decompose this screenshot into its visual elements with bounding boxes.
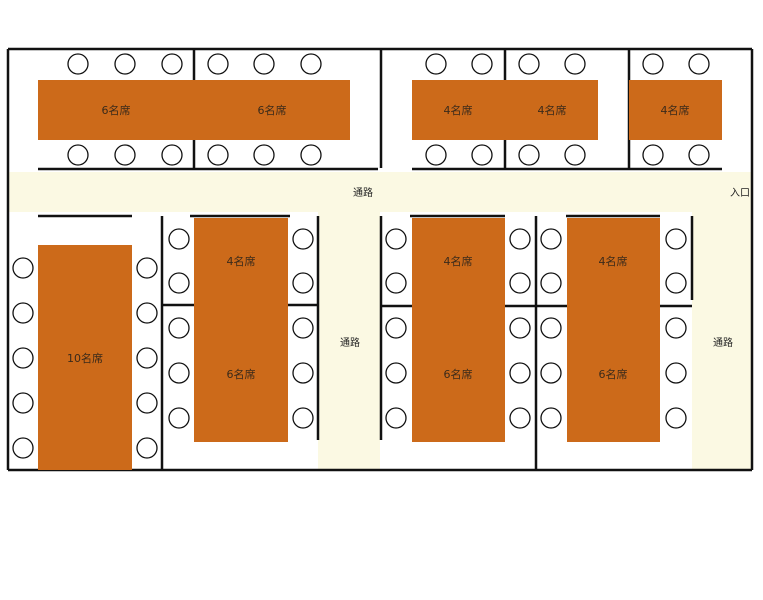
chair: [471, 53, 493, 75]
table-label: 6名席: [444, 367, 473, 381]
chair: [665, 407, 687, 429]
aisle-right-vertical: [692, 212, 752, 470]
chair: [665, 362, 687, 384]
chair: [518, 53, 540, 75]
chair: [385, 228, 407, 250]
table-label: 6名席: [102, 103, 131, 117]
chair: [12, 257, 34, 279]
table-label: 4名席: [444, 254, 473, 268]
chair: [136, 347, 158, 369]
chair: [207, 144, 229, 166]
chair: [688, 144, 710, 166]
table-label: 4名席: [538, 103, 567, 117]
table-label: 4名席: [661, 103, 690, 117]
chair: [509, 362, 531, 384]
chair: [168, 272, 190, 294]
aisle-center-vertical: [318, 212, 380, 470]
chair: [168, 228, 190, 250]
chair: [385, 407, 407, 429]
chair: [136, 302, 158, 324]
aisle-label: 通路: [713, 336, 733, 349]
chair: [642, 53, 664, 75]
table-top-4: 4名席: [505, 80, 598, 140]
table-label: 4名席: [227, 254, 256, 268]
table-label: 6名席: [599, 367, 628, 381]
table-mid-c-lower: 6名席: [567, 306, 660, 442]
chair: [161, 53, 183, 75]
chair: [292, 362, 314, 384]
chair: [136, 437, 158, 459]
table-label: 4名席: [444, 103, 473, 117]
chair: [509, 272, 531, 294]
table-label: 6名席: [227, 367, 256, 381]
chair: [168, 362, 190, 384]
table-label: 4名席: [599, 254, 628, 268]
chair: [292, 407, 314, 429]
chairs: [12, 53, 710, 459]
table-mid-b-lower: 6名席: [412, 306, 505, 442]
chair: [509, 407, 531, 429]
table-mid-a-lower: 6名席: [194, 305, 288, 442]
chair: [688, 53, 710, 75]
chair: [564, 144, 586, 166]
chair: [300, 53, 322, 75]
chair: [207, 53, 229, 75]
chair: [292, 317, 314, 339]
table-top-1: 6名席: [38, 80, 194, 140]
table-mid-a-upper: 4名席: [194, 218, 288, 305]
chair: [385, 317, 407, 339]
chair: [300, 144, 322, 166]
chair: [12, 347, 34, 369]
table-mid-b-upper: 4名席: [412, 218, 505, 306]
chair: [136, 257, 158, 279]
table-top-3: 4名席: [412, 80, 505, 140]
chair: [114, 144, 136, 166]
table-left-big: 10名席: [38, 245, 132, 470]
chair: [509, 317, 531, 339]
chair: [665, 317, 687, 339]
chair: [518, 144, 540, 166]
chair: [12, 392, 34, 414]
chair: [540, 407, 562, 429]
aisle-horizontal: [8, 172, 752, 212]
entrance-label: 入口: [730, 188, 750, 199]
chair: [168, 317, 190, 339]
chair: [12, 437, 34, 459]
chair: [509, 228, 531, 250]
chair: [292, 272, 314, 294]
chair: [540, 272, 562, 294]
table-top-2: 6名席: [194, 80, 350, 140]
chair: [253, 144, 275, 166]
chair: [168, 407, 190, 429]
chair: [292, 228, 314, 250]
chair: [642, 144, 664, 166]
chair: [114, 53, 136, 75]
table-label: 10名席: [67, 351, 103, 365]
chair: [665, 272, 687, 294]
chair: [425, 144, 447, 166]
chair: [12, 302, 34, 324]
chair: [67, 144, 89, 166]
chair: [540, 362, 562, 384]
chair: [564, 53, 586, 75]
chair: [253, 53, 275, 75]
chair: [540, 228, 562, 250]
chair: [665, 228, 687, 250]
table-mid-c-upper: 4名席: [567, 218, 660, 306]
aisle-label: 通路: [353, 186, 373, 199]
chair: [67, 53, 89, 75]
chair: [136, 392, 158, 414]
chair: [161, 144, 183, 166]
chair: [540, 317, 562, 339]
chair: [385, 272, 407, 294]
table-label: 6名席: [258, 103, 287, 117]
chair: [471, 144, 493, 166]
chair: [385, 362, 407, 384]
chair: [425, 53, 447, 75]
aisle-label: 通路: [340, 336, 360, 349]
table-top-5: 4名席: [629, 80, 722, 140]
